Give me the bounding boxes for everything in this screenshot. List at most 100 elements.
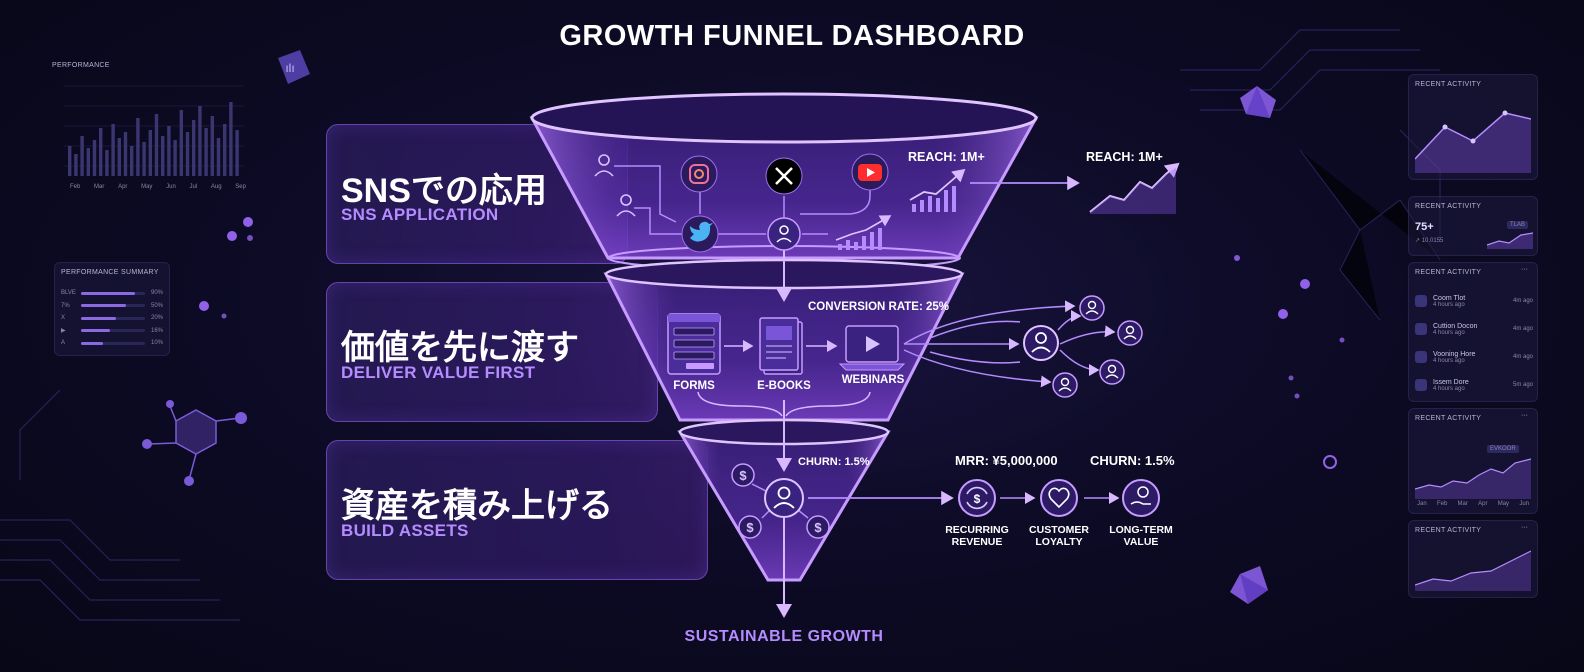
- activity-panel-5: RECENT ACTIVITY ···: [1408, 520, 1538, 598]
- performance-bar: [111, 124, 115, 176]
- reach-bar-chart: [912, 186, 956, 212]
- activity-panel-2-badge: TLAB: [1507, 221, 1529, 229]
- performance-bar: [229, 102, 233, 176]
- performance-bar: [74, 154, 78, 176]
- activity-panel-2-chart: [1487, 232, 1533, 249]
- summary-row-label: BLVE: [61, 290, 76, 297]
- summary-row-value: 10%: [150, 340, 163, 347]
- performance-bar: [210, 116, 214, 176]
- summary-row: 7%50%: [61, 300, 163, 313]
- svg-text:ılı: ılı: [285, 61, 294, 75]
- activity-item-icon: [1415, 351, 1427, 363]
- svg-text:$: $: [739, 468, 747, 483]
- activity-item-icon: [1415, 379, 1427, 391]
- activity-panel-5-menu-icon[interactable]: ···: [1521, 524, 1528, 531]
- performance-bar: [136, 118, 140, 176]
- activity-panel-2-sub: ↗ 10.0155: [1415, 238, 1444, 244]
- activity-panel-4-tick: Jun: [1519, 501, 1529, 507]
- user-icon: [594, 154, 636, 217]
- summary-row-bar: [81, 329, 145, 333]
- performance-bar: [235, 130, 239, 176]
- activity-item-sub: 4 hours ago: [1433, 385, 1465, 392]
- performance-bar: [173, 140, 177, 176]
- activity-panel-4-tick: Feb: [1436, 501, 1448, 507]
- activity-panel-4-menu-icon[interactable]: ···: [1521, 412, 1528, 419]
- activity-item-time: 4m ago: [1512, 326, 1533, 332]
- x-icon: [765, 157, 803, 195]
- performance-month-tick: Aug: [210, 184, 222, 190]
- reach-in-label: REACH: 1M+: [908, 150, 985, 164]
- performance-bar: [148, 130, 152, 176]
- summary-row: X 20%: [61, 312, 163, 325]
- summary-row-bar: [81, 341, 145, 345]
- ebook-icon: [759, 317, 803, 375]
- activity-item-time: 4m ago: [1512, 298, 1533, 304]
- performance-bar: [198, 106, 202, 176]
- performance-bar: [204, 128, 208, 176]
- activity-panel-4-chart: [1415, 458, 1531, 499]
- performance-month-tick: Apr: [118, 184, 128, 190]
- activity-item-name: Cuttion Docon: [1433, 322, 1478, 330]
- activity-panel-3-menu-icon[interactable]: ···: [1521, 266, 1528, 273]
- performance-bars: [64, 85, 244, 176]
- performance-bar: [117, 138, 121, 176]
- lead-user-icon: [1023, 325, 1059, 361]
- heart-icon: [1040, 479, 1078, 517]
- performance-bar: [179, 110, 183, 176]
- performance-bar: [99, 128, 103, 176]
- activity-panel-4-title: RECENT ACTIVITY: [1415, 415, 1482, 422]
- performance-month-tick: May: [141, 184, 153, 190]
- conversion-rate-label: CONVERSION RATE: 25%: [808, 301, 950, 313]
- summary-row-label: X: [61, 315, 66, 322]
- activity-item-sub: 4 hours ago: [1433, 357, 1465, 364]
- performance-month-tick: Feb: [70, 184, 81, 190]
- forms-label: FORMS: [673, 380, 715, 392]
- performance-bar: [80, 136, 84, 176]
- activity-panel-4-badge: EVKOOR: [1487, 445, 1519, 453]
- activity-panel-2-value: 75+: [1415, 221, 1434, 233]
- dollar-coin-icons: [731, 463, 830, 539]
- churn-out-label: CHURN: 1.5%: [1090, 453, 1175, 468]
- performance-bar: [185, 132, 190, 176]
- activity-panel-4-tick: Jan: [1417, 501, 1427, 507]
- instagram-icon: [680, 155, 718, 193]
- webinars-label: WEBINARS: [841, 374, 905, 386]
- activity-panel-4-tick: May: [1497, 501, 1510, 507]
- activity-item-icon: [1415, 295, 1427, 307]
- summary-row-value: 90%: [150, 290, 163, 297]
- activity-panel-5-title: RECENT ACTIVITY: [1415, 527, 1482, 534]
- performance-bar: [130, 146, 134, 176]
- summary-row-bar: [81, 316, 145, 320]
- summary-row-bar: [81, 304, 145, 308]
- webinar-icon: [838, 325, 906, 371]
- activity-panel-2: RECENT ACTIVITY 75+ ↗ 10.0155 TLAB: [1408, 196, 1538, 256]
- performance-month-tick: Sep: [235, 184, 246, 190]
- customer-hub-icon: [764, 478, 804, 518]
- hub-user-icon: [767, 217, 801, 251]
- summary-row-value: 20%: [150, 315, 163, 322]
- page-title: GROWTH FUNNEL DASHBOARD: [559, 20, 1025, 52]
- activity-panel-1: RECENT ACTIVITY: [1408, 74, 1538, 180]
- activity-item-time: 4m ago: [1512, 354, 1533, 360]
- performance-bar: [142, 142, 146, 176]
- twitter-bird-icon: [681, 215, 719, 253]
- hub-bar-chart: [838, 228, 882, 250]
- summary-row: ▶ 16%: [61, 325, 163, 338]
- long-term-value-icon: [1122, 479, 1160, 517]
- ebooks-label: E-BOOKS: [757, 380, 811, 392]
- stage-2-title-en: DELIVER VALUE FIRST: [341, 363, 536, 382]
- summary-row-value: 16%: [150, 327, 163, 334]
- summary-row-label: ▶: [61, 328, 66, 335]
